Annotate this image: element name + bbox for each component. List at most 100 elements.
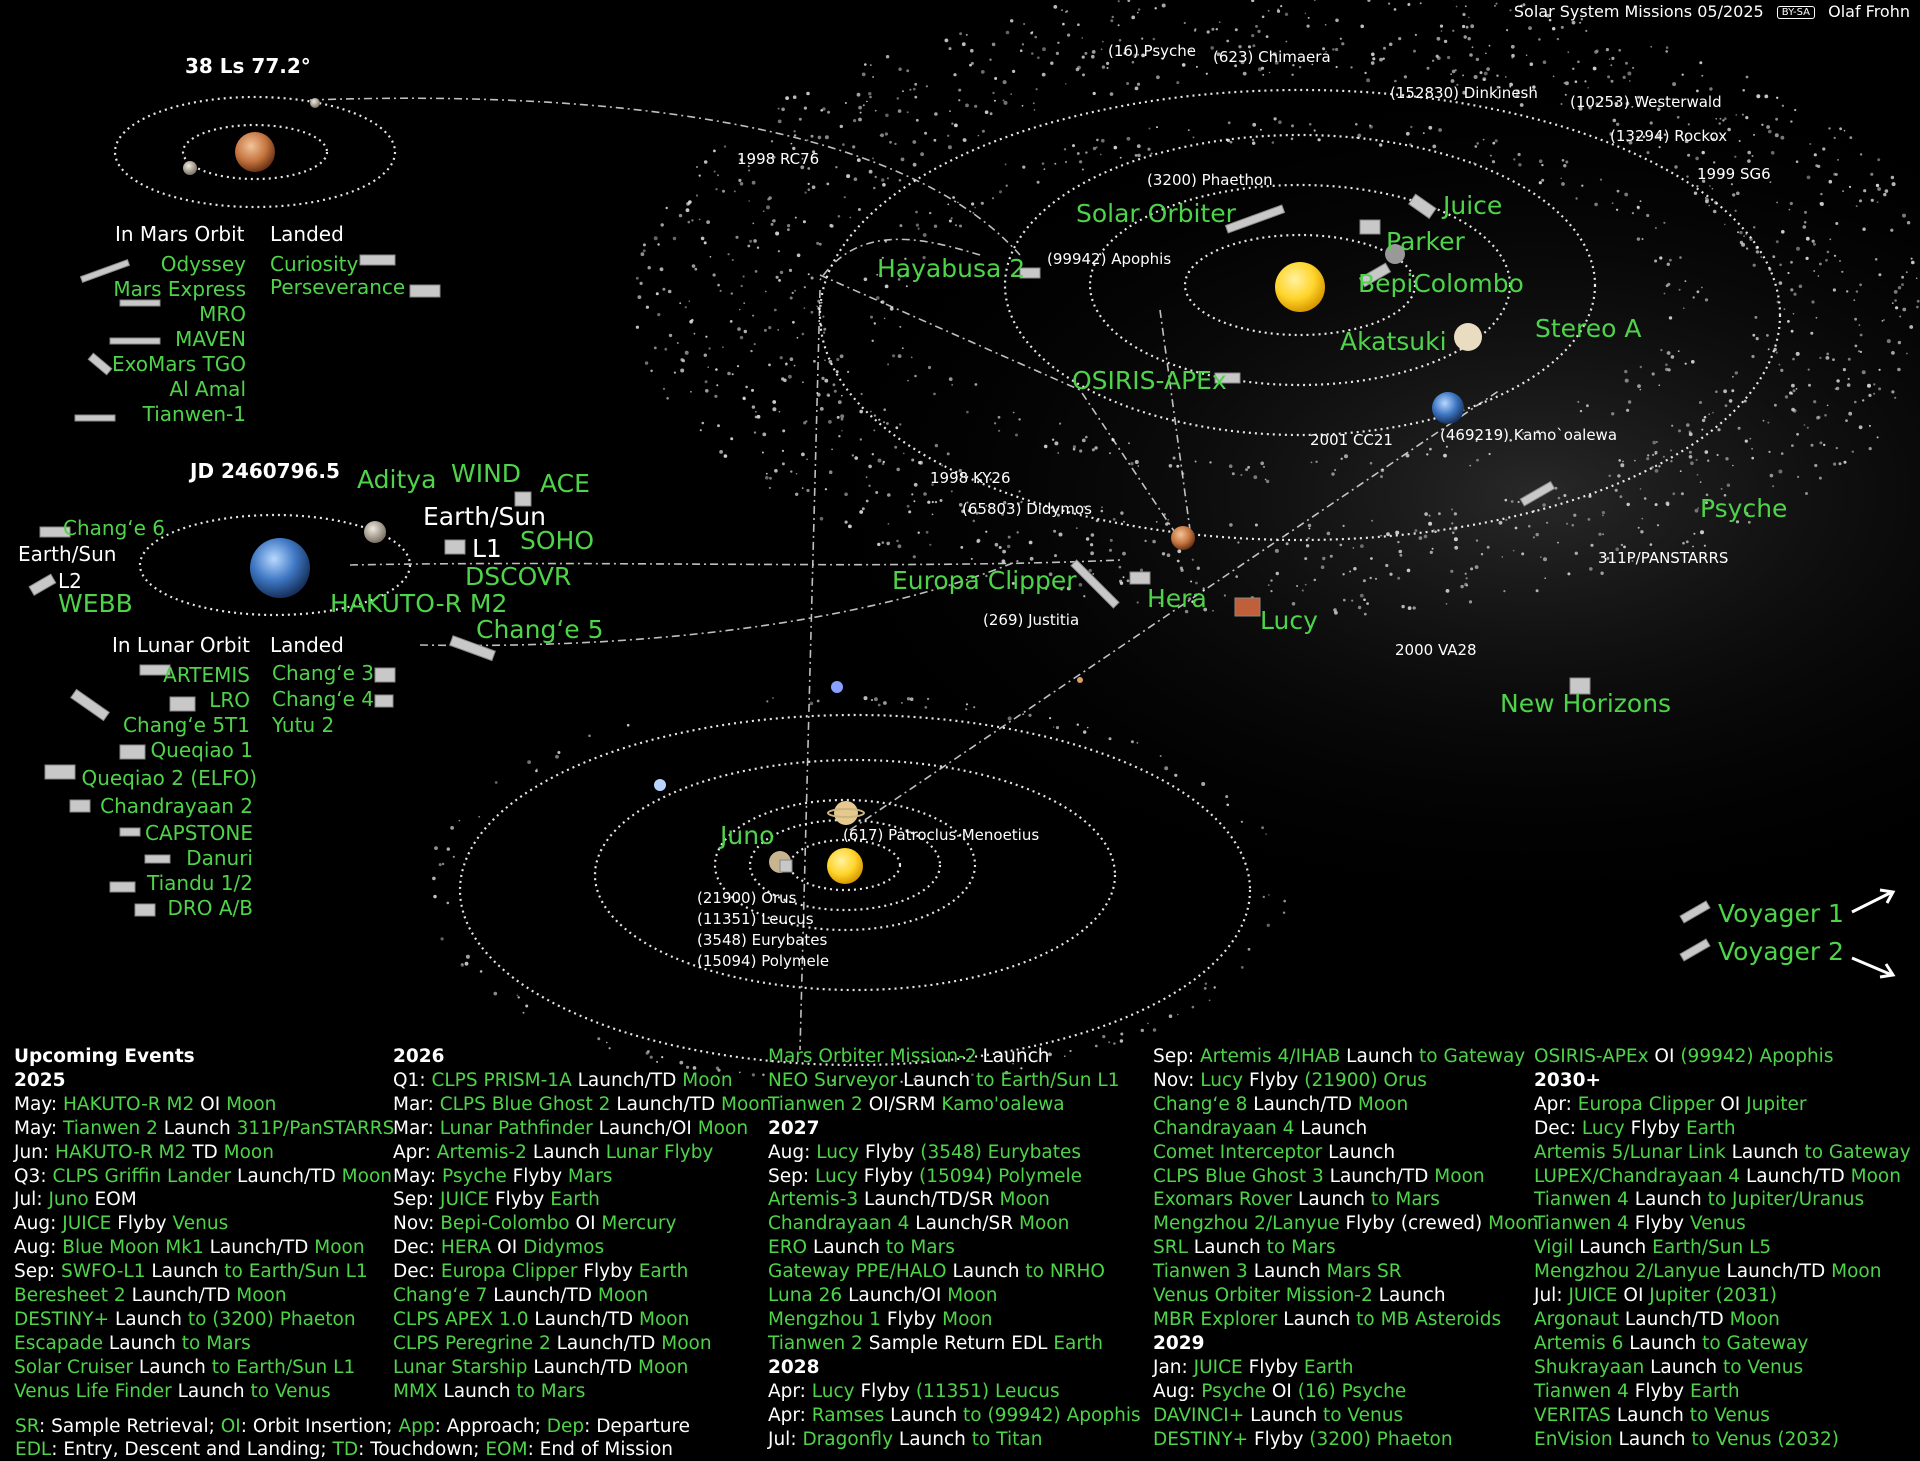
l1-mission-3: SOHO — [520, 527, 594, 555]
asteroid-dot — [1898, 341, 1901, 344]
event-row: CLPS APEX 1.0 Launch/TD Moon — [393, 1308, 771, 1332]
asteroid-dot — [872, 76, 874, 78]
event-segment: Earth — [1304, 1357, 1354, 1378]
asteroid-dot — [1230, 141, 1233, 144]
asteroid-dot — [1725, 404, 1728, 407]
asteroid-dot — [1331, 472, 1334, 475]
asteroid-dot — [1807, 427, 1809, 429]
asteroid-dot — [1394, 8, 1397, 11]
event-segment: Aug: — [14, 1237, 62, 1258]
asteroid-dot — [777, 329, 779, 331]
asteroid-dot — [1901, 283, 1904, 286]
event-segment: Launch — [1650, 1357, 1723, 1378]
asteroid-dot — [1342, 573, 1344, 575]
asteroid-dot — [1796, 247, 1800, 251]
asteroid-dot — [1341, 458, 1343, 460]
asteroid-dot — [1704, 545, 1706, 547]
asteroid-dot — [1640, 389, 1642, 391]
asteroid-dot — [1177, 549, 1181, 553]
event-segment: Exomars Rover — [1153, 1189, 1298, 1210]
asteroid-dot — [1090, 543, 1093, 546]
asteroid-dot — [794, 290, 796, 292]
phobos-moon — [183, 161, 197, 175]
asteroid-dot — [870, 411, 872, 413]
asteroid-dot — [1681, 492, 1684, 495]
event-segment: Beresheet 2 — [14, 1285, 132, 1306]
asteroid-dot — [1505, 519, 1507, 521]
asteroid-dot — [1321, 565, 1325, 569]
asteroid-dot — [657, 243, 659, 245]
event-segment: Moon — [1434, 1166, 1484, 1187]
asteroid-dot — [1470, 567, 1473, 570]
asteroid-dot — [1291, 138, 1294, 141]
asteroid-dot — [1472, 46, 1474, 48]
event-row: MMX Launch to Mars — [393, 1380, 771, 1404]
asteroid-dot — [836, 370, 839, 373]
asteroid-dot — [1807, 176, 1811, 180]
asteroid-dot — [1093, 92, 1096, 95]
asteroid-dot — [1494, 5, 1496, 7]
asteroid-dot — [753, 239, 757, 243]
asteroid-dot — [732, 373, 734, 375]
asteroid-dot — [1679, 289, 1681, 291]
asteroid-dot — [838, 435, 840, 437]
event-segment: Aug: — [1153, 1381, 1201, 1402]
asteroid-dot — [696, 194, 698, 196]
event-row: Aug: Lucy Flyby (3548) Eurybates — [768, 1141, 1141, 1165]
asteroid-dot — [918, 228, 920, 230]
asteroid-dot — [1868, 394, 1871, 397]
asteroid-dot — [1701, 429, 1703, 431]
asteroid-dot — [898, 354, 902, 358]
event-segment: Launch/TD — [1253, 1094, 1358, 1115]
asteroid-dot — [1671, 355, 1675, 359]
asteroid-dot — [790, 357, 794, 361]
asteroid-dot — [643, 243, 646, 246]
body-didymos: (65803) Didymos — [962, 501, 1092, 518]
asteroid-dot — [899, 423, 901, 425]
asteroid-dot — [1028, 714, 1031, 717]
asteroid-dot — [636, 326, 639, 329]
asteroid-dot — [1819, 477, 1822, 480]
asteroid-dot — [1487, 546, 1490, 549]
asteroid-dot — [744, 330, 747, 333]
asteroid-dot — [780, 271, 783, 274]
event-row: Mars Orbiter Mission-2 Launch — [768, 1045, 1141, 1069]
asteroid-dot — [447, 847, 450, 850]
neptune-outer — [831, 681, 843, 693]
asteroid-dot — [783, 379, 787, 383]
asteroid-dot — [1602, 511, 1605, 514]
asteroid-dot — [1031, 31, 1033, 33]
asteroid-dot — [914, 83, 917, 86]
body-chimaera: (623) Chimaera — [1213, 49, 1331, 66]
asteroid-dot — [1030, 557, 1034, 561]
asteroid-dot — [1252, 142, 1255, 145]
asteroid-dot — [1686, 175, 1688, 177]
asteroid-dot — [1577, 61, 1580, 64]
asteroid-dot — [588, 735, 591, 738]
asteroid-dot — [966, 703, 968, 705]
asteroid-dot — [734, 190, 736, 192]
asteroid-dot — [1581, 185, 1583, 187]
asteroid-dot — [737, 365, 739, 367]
asteroid-dot — [769, 487, 771, 489]
event-segment: EnVision — [1534, 1429, 1619, 1450]
asteroid-dot — [1766, 334, 1769, 337]
asteroid-dot — [1797, 476, 1799, 478]
asteroid-dot — [1499, 521, 1503, 525]
asteroid-dot — [752, 405, 755, 408]
asteroid-dot — [1679, 256, 1682, 259]
event-segment: Flyby — [1635, 1213, 1690, 1234]
asteroid-dot — [919, 461, 923, 465]
event-segment: Launch/TD — [237, 1166, 342, 1187]
asteroid-dot — [780, 356, 783, 359]
event-segment: Nov: — [1153, 1070, 1200, 1091]
event-heading: 2028 — [768, 1356, 1141, 1380]
asteroid-dot — [1717, 428, 1720, 431]
asteroid-dot — [1379, 58, 1383, 62]
asteroid-dot — [1109, 737, 1112, 740]
asteroid-dot — [1469, 465, 1471, 467]
event-segment: JUICE — [62, 1213, 117, 1234]
asteroid-dot — [1735, 114, 1737, 116]
event-heading: 2027 — [768, 1117, 1141, 1141]
